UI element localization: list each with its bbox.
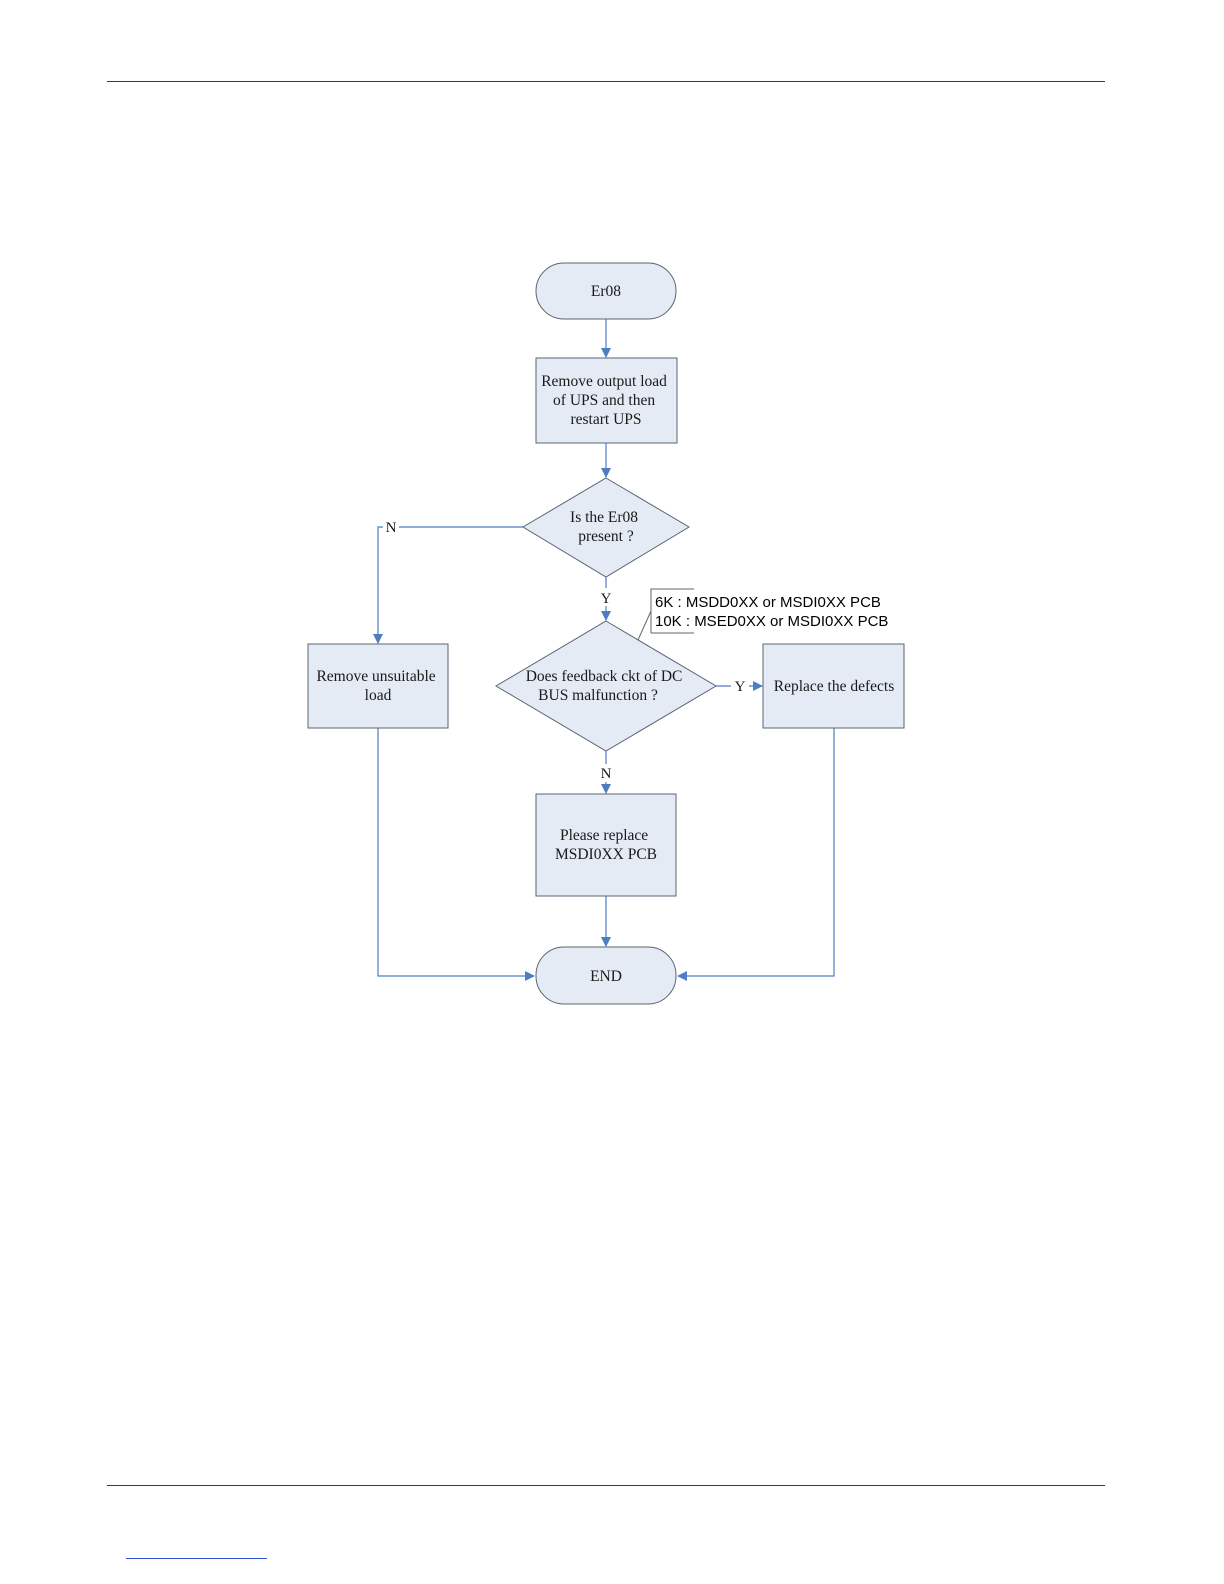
node-replace-defects: Replace the defects <box>763 644 904 728</box>
edge-label-feedback-yes: Y <box>735 679 746 695</box>
replace-defects-label: Replace the defects <box>774 678 895 695</box>
replace-pcb-box <box>536 794 676 896</box>
node-decision-feedback: Does feedback ckt of DC BUS malfunction … <box>496 621 716 751</box>
node-decision-present: Is the Er08 present ? <box>523 478 689 577</box>
callout-note-text: 6K : MSDD0XX or MSDI0XX PCB 10K : MSED0X… <box>655 594 888 630</box>
edge-replace-defects-to-end <box>678 728 834 976</box>
edge-label-present-yes: Y <box>601 591 612 607</box>
edge-remove-unsuitable-to-end <box>378 728 534 976</box>
start-label: Er08 <box>591 283 621 300</box>
edge-label-feedback-no: N <box>601 766 612 782</box>
node-start: Er08 <box>536 263 676 319</box>
node-remove-load: Remove output load of UPS and then resta… <box>536 358 677 443</box>
edge-label-present-no: N <box>386 520 397 536</box>
remove-unsuitable-box <box>308 644 448 728</box>
node-end: END <box>536 947 676 1004</box>
end-label: END <box>590 968 622 985</box>
node-remove-unsuitable: Remove unsuitable load <box>308 644 448 728</box>
callout-note: 6K : MSDD0XX or MSDI0XX PCB 10K : MSED0X… <box>638 589 888 640</box>
node-replace-pcb: Please replace MSDI0XX PCB <box>536 794 676 896</box>
edge-decision-no-to-remove-unsuitable <box>378 527 523 643</box>
decision-feedback-diamond <box>496 621 716 751</box>
